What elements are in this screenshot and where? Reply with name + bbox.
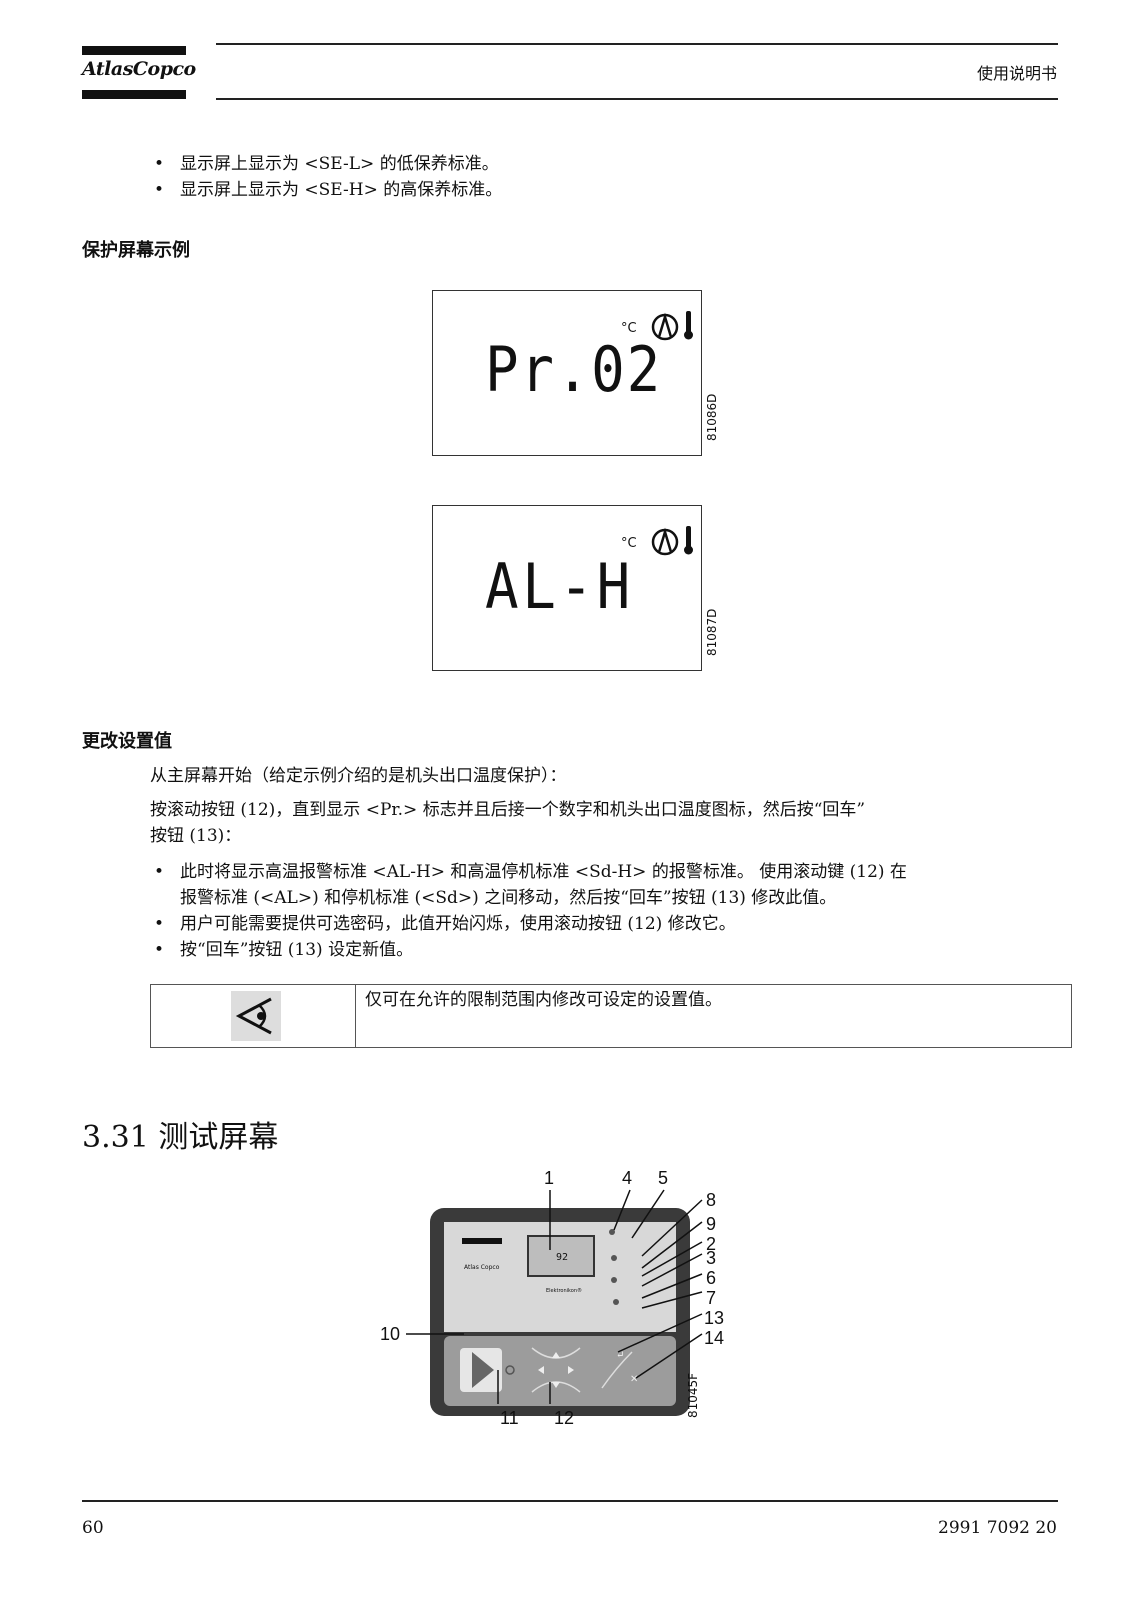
- unit-celsius: °C: [621, 536, 637, 551]
- controller-display-value: 92: [556, 1252, 569, 1263]
- callout-2: 2: [706, 1234, 717, 1254]
- intro-bullet-list: 显示屏上显示为 <SE-L> 的低保养标准。 显示屏上显示为 <SE-H> 的高…: [150, 151, 1050, 203]
- change-heading: 更改设置值: [82, 731, 172, 752]
- change-bullet-list: 此时将显示高温报警标准 <AL-H> 和高温停机标准 <Sd-H> 的报警标准。…: [150, 859, 1060, 963]
- change-bullet: 此时将显示高温报警标准 <AL-H> 和高温停机标准 <Sd-H> 的报警标准。…: [150, 859, 1060, 911]
- header-rule-bottom: [216, 98, 1058, 100]
- lcd-screen-alh: °C AL-H 81087D: [432, 505, 719, 671]
- lcd-reading: Pr.02: [485, 333, 662, 406]
- lcd-pr02-graphic: [651, 311, 693, 341]
- controller-graphic: ↵ ✕: [406, 1189, 703, 1416]
- stop-button: [505, 1365, 515, 1375]
- controller-display: [527, 1235, 595, 1277]
- callout-6: 6: [706, 1268, 717, 1288]
- motor-icon: [651, 312, 679, 341]
- thermometer-icon: [684, 311, 693, 340]
- doc-number: 2991 7092 20: [938, 1518, 1057, 1538]
- figure-code: 81087D: [705, 608, 719, 656]
- callout-11: 11: [500, 1408, 519, 1428]
- atlas-copco-logo: AtlasCopco: [82, 46, 196, 100]
- svg-text:✕: ✕: [630, 1374, 638, 1385]
- callout-3: 3: [706, 1248, 717, 1268]
- intro-bullet: 显示屏上显示为 <SE-L> 的低保养标准。: [150, 151, 1050, 177]
- figure-code: 81045F: [686, 1372, 700, 1418]
- motor-icon: [651, 527, 679, 556]
- logo-text: AtlasCopco: [82, 58, 196, 80]
- change-para2-line1: 按滚动按钮 (12)，直到显示 <Pr.> 标志并且后接一个数字和机头出口温度图…: [150, 800, 866, 820]
- header-rule-top: [216, 43, 1058, 45]
- callout-9: 9: [706, 1214, 717, 1234]
- unit-celsius: °C: [621, 321, 637, 336]
- callout-13: 13: [704, 1308, 725, 1328]
- controller-logo-bar: [462, 1238, 502, 1244]
- lcd-screen-pr02: °C Pr.02 81086D: [432, 290, 719, 456]
- page-number: 60: [82, 1518, 104, 1538]
- section-title: 3.31 测试屏幕: [82, 1120, 279, 1155]
- controller-brand: Atlas Copco: [464, 1264, 500, 1271]
- controller-model: Elektronikon®: [546, 1288, 582, 1294]
- header-title: 使用说明书: [976, 64, 1057, 83]
- note-text: 仅可在允许的限制范围内修改可设定的设置值。: [365, 990, 722, 1010]
- callout-5: 5: [658, 1168, 669, 1188]
- callout-12: 12: [554, 1408, 575, 1428]
- change-para1: 从主屏幕开始（给定示例介绍的是机头出口温度保护）：: [150, 766, 567, 786]
- change-para2-line2: 按钮 (13)：: [150, 826, 242, 846]
- controller-figure: ↵ ✕ 1 4 5 8 9 2 3 6 7 13 14 10: [380, 1168, 740, 1440]
- note-box: 仅可在允许的限制范围内修改可设定的设置值。: [150, 984, 1072, 1048]
- note-icon-cell: [151, 985, 356, 1047]
- intro-bullet: 显示屏上显示为 <SE-H> 的高保养标准。: [150, 177, 1050, 203]
- thermometer-icon: [684, 526, 693, 555]
- callout-7: 7: [706, 1288, 717, 1308]
- svg-text:↵: ↵: [616, 1350, 624, 1361]
- change-bullet: 按“回车”按钮 (13) 设定新值。: [150, 937, 1060, 963]
- callout-10: 10: [380, 1324, 401, 1344]
- callout-1: 1: [544, 1168, 555, 1188]
- callout-8: 8: [706, 1190, 717, 1210]
- lcd-reading: AL-H: [485, 550, 634, 623]
- protection-heading: 保护屏幕示例: [82, 240, 190, 261]
- footer-rule: [82, 1500, 1058, 1502]
- figure-code: 81086D: [705, 393, 719, 441]
- callout-4: 4: [622, 1168, 633, 1188]
- change-bullet: 用户可能需要提供可选密码，此值开始闪烁，使用滚动按钮 (12) 修改它。: [150, 911, 1060, 937]
- eye-warning-icon: [231, 991, 281, 1041]
- lcd-alh-graphic: [651, 526, 693, 556]
- callout-14: 14: [704, 1328, 725, 1348]
